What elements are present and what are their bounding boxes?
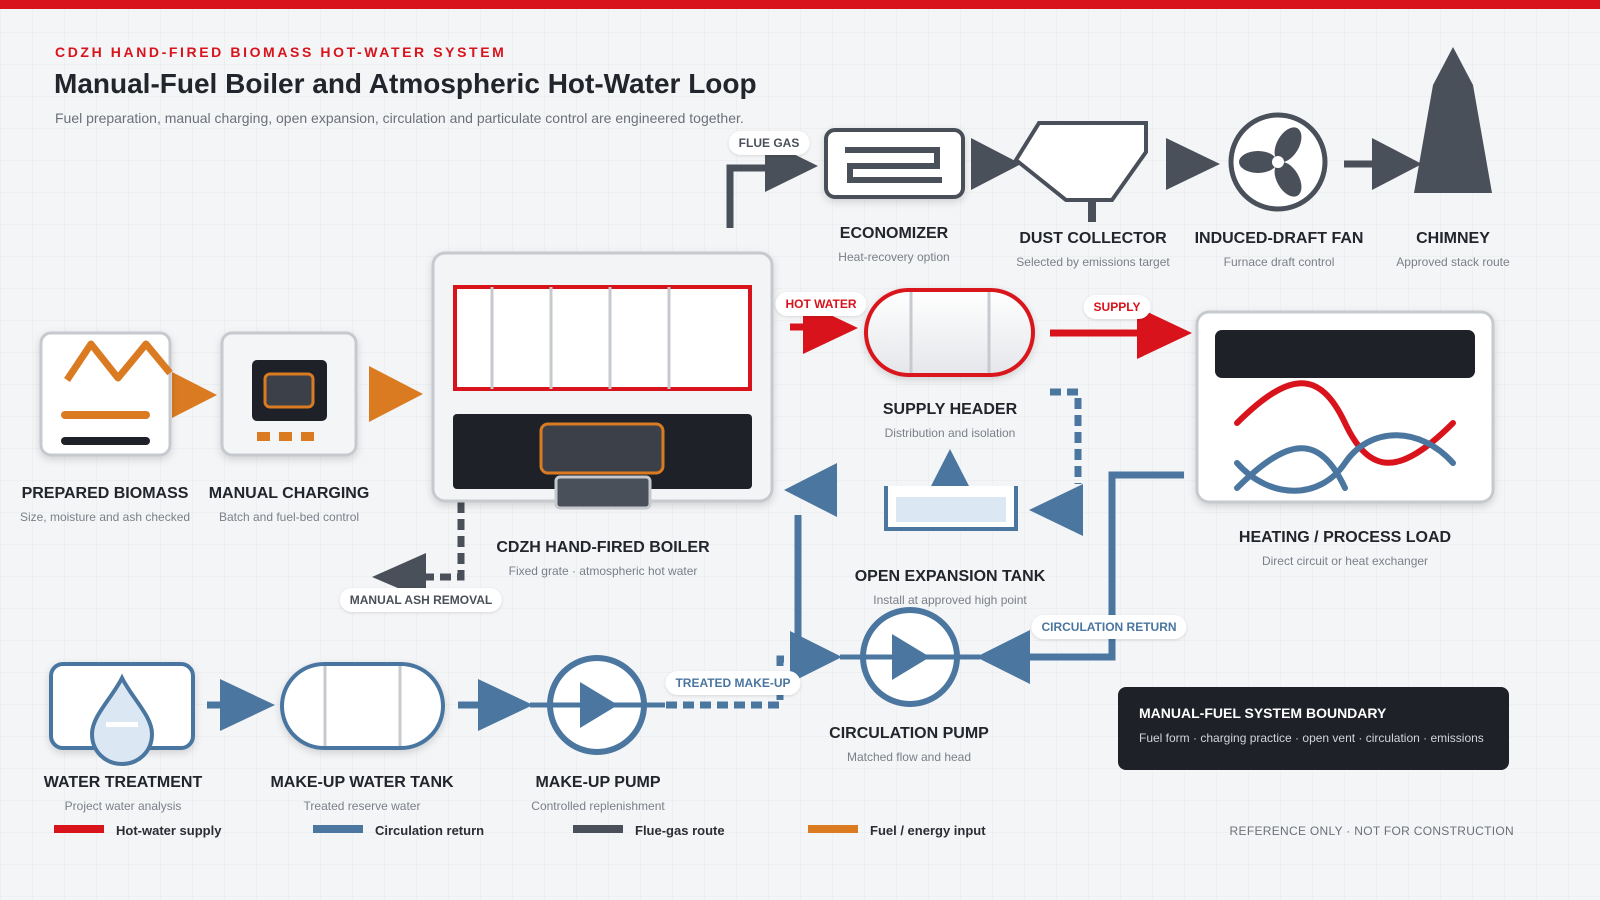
node-description: Treated reserve water xyxy=(303,799,421,813)
node-dust-collector: DUST COLLECTOR Selected by emissions tar… xyxy=(1016,230,1169,269)
node-circulation-pump: CIRCULATION PUMP Matched flow and head xyxy=(829,725,989,764)
node-description: Install at approved high point xyxy=(873,593,1027,607)
circulation-arrow xyxy=(784,463,837,517)
boundary-title: MANUAL-FUEL SYSTEM BOUNDARY xyxy=(1139,705,1387,721)
node-description: Heat-recovery option xyxy=(838,250,950,264)
circulation-return-arrow xyxy=(976,630,1030,684)
flow-label-circulation-return: CIRCULATION RETURN xyxy=(1031,615,1187,639)
legend-label: Flue-gas route xyxy=(635,823,725,838)
header-vessel-icon xyxy=(864,288,1035,377)
node-description: Matched flow and head xyxy=(846,750,972,764)
economizer-coil-icon xyxy=(824,128,965,199)
water-drop-icon xyxy=(49,662,195,767)
node-description: Selected by emissions target xyxy=(1016,255,1170,269)
supply-arrow xyxy=(1137,307,1192,359)
flue-gas-arrow xyxy=(1372,138,1422,190)
node-title: SUPPLY HEADER xyxy=(882,401,1018,418)
node-description: Batch and fuel-bed control xyxy=(218,510,360,524)
node-title: PREPARED BIOMASS xyxy=(21,485,189,502)
makeup-arrow xyxy=(220,679,275,731)
node-title: CDZH HAND-FIRED BOILER xyxy=(496,539,710,556)
heat-exchanger-icon xyxy=(1195,310,1495,504)
tank-icon xyxy=(280,662,445,750)
circulation-arrow xyxy=(790,631,842,683)
node-water-treatment: WATER TREATMENT Project water analysis xyxy=(44,774,203,813)
node-makeup-pump: MAKE-UP PUMP Controlled replenishment xyxy=(531,774,664,813)
node-description: Approved stack route xyxy=(1396,255,1510,269)
node-description: Furnace draft control xyxy=(1223,255,1335,269)
flue-gas-arrow xyxy=(971,138,1021,190)
legend-swatch xyxy=(808,825,858,833)
pump-icon xyxy=(530,655,665,755)
flow-label-flue-gas: FLUE GAS xyxy=(728,131,810,155)
pump-icon xyxy=(840,607,980,707)
legend-label: Fuel / energy input xyxy=(870,823,986,838)
fan-icon xyxy=(1228,112,1328,212)
legend-label: Hot-water supply xyxy=(116,823,222,838)
node-title: HEATING / PROCESS LOAD xyxy=(1238,529,1452,546)
legend-swatch xyxy=(573,825,623,833)
flow-label-supply: SUPPLY xyxy=(1083,295,1151,319)
node-expansion-tank: OPEN EXPANSION TANK Install at approved … xyxy=(855,568,1046,607)
circulation-return-pipe xyxy=(1020,471,1184,661)
node-makeup-tank: MAKE-UP WATER TANK Treated reserve water xyxy=(270,774,453,813)
node-manual-charging: MANUAL CHARGING Batch and fuel-bed contr… xyxy=(209,485,370,524)
flue-gas-pipe xyxy=(726,164,768,228)
node-description: Project water analysis xyxy=(64,799,182,813)
page-title: Manual-Fuel Boiler and Atmospheric Hot-W… xyxy=(54,68,757,99)
node-description: Size, moisture and ash checked xyxy=(19,510,191,524)
node-boiler: CDZH HAND-FIRED BOILER Fixed grate · atm… xyxy=(496,539,709,578)
node-title: CIRCULATION PUMP xyxy=(829,725,989,742)
node-title: MAKE-UP WATER TANK xyxy=(270,774,454,791)
boiler-icon xyxy=(431,251,774,510)
node-chimney: CHIMNEY Approved stack route xyxy=(1396,230,1509,269)
biomass-icon xyxy=(39,331,173,457)
node-title: MANUAL CHARGING xyxy=(208,485,370,502)
node-load: HEATING / PROCESS LOAD Direct circuit or… xyxy=(1239,529,1451,568)
flow-label-treated-makeup: TREATED MAKE-UP xyxy=(665,671,801,695)
footnote-disclaimer: REFERENCE ONLY · NOT FOR CONSTRUCTION xyxy=(1229,824,1514,838)
system-boundary-box: MANUAL-FUEL SYSTEM BOUNDARY Fuel form · … xyxy=(1118,687,1509,770)
legend-label: Circulation return xyxy=(375,823,485,838)
node-description: Direct circuit or heat exchanger xyxy=(1261,554,1429,568)
flow-label-hot-water: HOT WATER xyxy=(775,292,867,316)
node-id-fan: INDUCED-DRAFT FAN Furnace draft control xyxy=(1195,230,1364,269)
node-economizer: ECONOMIZER Heat-recovery option xyxy=(838,225,949,264)
node-supply-header: SUPPLY HEADER Distribution and isolation xyxy=(883,401,1017,440)
node-description: Controlled replenishment xyxy=(531,799,665,813)
page-subtitle: Fuel preparation, manual charging, open … xyxy=(55,110,744,126)
node-description: Distribution and isolation xyxy=(884,426,1016,440)
legend-swatch xyxy=(54,825,104,833)
ash-removal-line xyxy=(422,502,465,581)
flue-gas-arrow xyxy=(1166,138,1220,190)
charging-door-icon xyxy=(220,331,358,457)
node-prepared-biomass: PREPARED BIOMASS Size, moisture and ash … xyxy=(20,485,190,524)
top-accent-bar xyxy=(0,0,1600,9)
legend-swatch xyxy=(313,825,363,833)
vent-line xyxy=(1050,388,1082,484)
flow-label-ash-removal: MANUAL ASH REMOVAL xyxy=(339,588,503,612)
makeup-arrow xyxy=(478,679,533,731)
node-description: Fixed grate · atmospheric hot water xyxy=(508,564,698,578)
boundary-description: Fuel form · charging practice · open ven… xyxy=(1139,731,1484,745)
node-title: CHIMNEY xyxy=(1416,230,1490,247)
node-title: WATER TREATMENT xyxy=(43,774,203,791)
vent-arrow xyxy=(1029,484,1083,536)
fuel-arrow xyxy=(369,366,423,422)
node-title: ECONOMIZER xyxy=(839,225,949,242)
eyebrow-title: CDZH HAND-FIRED BIOMASS HOT-WATER SYSTEM xyxy=(55,44,507,60)
node-title: OPEN EXPANSION TANK xyxy=(854,568,1046,585)
dust-collector-icon xyxy=(1013,121,1148,222)
node-title: DUST COLLECTOR xyxy=(1019,230,1167,247)
fuel-arrow xyxy=(172,372,217,418)
node-title: MAKE-UP PUMP xyxy=(535,774,661,791)
node-title: INDUCED-DRAFT FAN xyxy=(1194,230,1364,247)
expansion-tank-icon xyxy=(884,449,1018,531)
chimney-icon xyxy=(1414,47,1492,193)
